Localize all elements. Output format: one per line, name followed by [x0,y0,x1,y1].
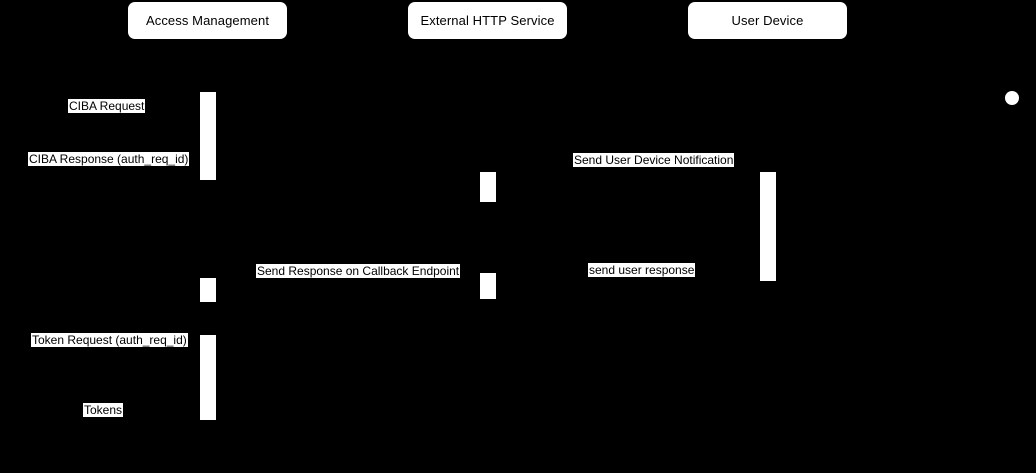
participant-access-management[interactable]: Access Management [128,2,287,39]
activation-bar [200,92,216,180]
participant-external-http-service[interactable]: External HTTP Service [408,2,567,39]
lifeline-access-management [207,39,208,443]
message-arrow-send-user-device-notification [496,167,760,168]
message-label-tokens: Tokens [83,403,124,417]
message-label-send-user-response: send user response [588,263,696,277]
message-arrow-send-response-on-callback-endpoint [216,278,480,279]
message-arrow-send-user-response [496,277,760,278]
activation-bar [760,172,776,281]
message-arrow-token-request [30,347,200,348]
arrowhead-icon [30,162,38,171]
activation-bar [480,172,496,202]
arrowhead-icon [752,163,760,172]
lifeline-external-http-service [487,39,488,443]
message-label-send-response-on-callback-endpoint: Send Response on Callback Endpoint [256,264,461,278]
message-label-ciba-request: CIBA Request [68,99,146,113]
message-arrow-tokens [30,417,200,418]
participant-label: External HTTP Service [420,13,555,28]
message-label-token-request: Token Request (auth_req_id) [31,333,188,347]
message-arrow-ciba-response [30,166,200,167]
pointer-dot[interactable] [1005,91,1019,105]
arrowhead-icon [192,343,200,352]
arrowhead-icon [496,273,504,282]
participant-label: Access Management [145,13,270,28]
participant-user-device[interactable]: User Device [688,2,847,39]
arrowhead-icon [216,274,224,283]
arrowhead-icon [192,108,200,117]
message-label-ciba-response: CIBA Response (auth_req_id) [28,152,190,166]
activation-bar [200,335,216,420]
arrowhead-icon [30,413,38,422]
participant-label: User Device [731,13,804,28]
activation-bar [480,273,496,299]
activation-bar [200,278,216,302]
message-label-send-user-device-notification: Send User Device Notification [573,153,735,167]
